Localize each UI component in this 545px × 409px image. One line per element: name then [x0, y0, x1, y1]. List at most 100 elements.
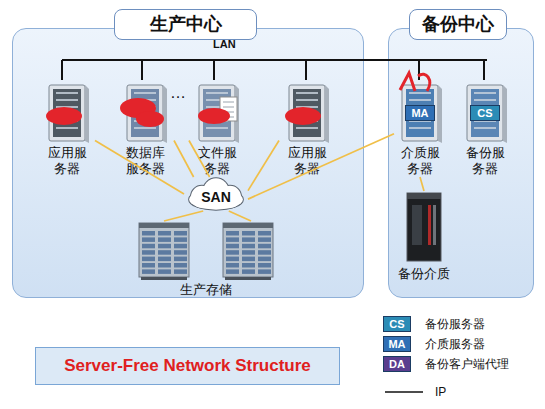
drive-bay — [226, 231, 239, 236]
drive-bay — [158, 269, 171, 274]
server-node: 文件服 务器 — [189, 81, 245, 177]
site-region: 备份中心MA介质服 务器CS备份服 务器备份介质 — [388, 28, 534, 298]
badge-text: DA — [384, 357, 410, 371]
drive-bay — [226, 269, 239, 274]
tape-top — [407, 193, 441, 199]
tape-icon — [389, 191, 459, 263]
drive-bay — [174, 237, 187, 242]
free-label: LAN — [213, 38, 236, 50]
server-front — [471, 89, 499, 137]
array-foot — [141, 277, 187, 280]
file-line — [223, 107, 234, 108]
site-region: 生产中心应用服 务器数据库 服务器文件服 务器应用服 务器SAN生产存储 — [12, 28, 364, 298]
san-cloud: SAN — [184, 177, 248, 211]
legend-line — [385, 391, 423, 393]
server-side — [163, 85, 167, 143]
node-label: 数据库 服务器 — [116, 145, 174, 177]
drive-bay — [258, 269, 271, 274]
server-front — [406, 89, 434, 137]
drive-bay — [242, 237, 255, 242]
node-label: 介质服 务器 — [394, 145, 446, 177]
drive-bay — [158, 250, 171, 255]
server-icon — [279, 81, 335, 145]
storage-icon — [131, 221, 281, 281]
drive-bay — [226, 257, 239, 262]
drive-bay — [142, 250, 155, 255]
legend-text: 备份客户端代理 — [425, 356, 509, 372]
server-slot — [134, 113, 156, 115]
server-slot — [134, 120, 156, 122]
drive-bay — [258, 250, 271, 255]
server-slot — [56, 99, 78, 101]
region-title: 备份中心 — [409, 9, 507, 40]
legend-text: 介质服务器 — [425, 336, 485, 352]
server-front — [293, 89, 321, 137]
array-foot — [225, 277, 271, 280]
legend-swatch: MA — [383, 336, 411, 352]
server-slot — [296, 127, 318, 129]
server-slot — [296, 99, 318, 101]
server-front — [131, 89, 159, 137]
drive-bay — [158, 263, 171, 268]
server-slot — [409, 92, 431, 94]
drive-bay — [174, 257, 187, 262]
node-label: 应用服 务器 — [39, 145, 95, 177]
array-body — [139, 223, 189, 277]
badge-text: MA — [384, 337, 410, 351]
server-side — [325, 85, 329, 143]
title-banner: Server-Free Network Structure — [35, 347, 340, 385]
drive-bay — [258, 237, 271, 242]
server-icon — [39, 81, 95, 145]
legend-row: CS 备份服务器 — [383, 316, 543, 332]
drive-bay — [174, 263, 187, 268]
tape-window — [412, 205, 422, 245]
drive-bay — [242, 244, 255, 249]
tape-library: 备份介质 — [389, 191, 459, 283]
server-slot — [134, 92, 156, 94]
server-front — [53, 89, 81, 137]
drive-bay — [142, 263, 155, 268]
role-badge: CS — [470, 105, 500, 121]
drive-bay — [242, 231, 255, 236]
server-body — [49, 85, 85, 141]
region-title: 生产中心 — [114, 9, 257, 40]
drive-bay — [142, 269, 155, 274]
server-node: CS 备份服 务器 — [459, 81, 511, 177]
drive-bay — [174, 231, 187, 236]
node-label: 文件服 务器 — [189, 145, 245, 177]
server-slot — [134, 99, 156, 101]
storage-array: 生产存储 — [131, 221, 281, 299]
drive-bay — [158, 244, 171, 249]
drive-bay — [142, 237, 155, 242]
server-body — [127, 85, 163, 141]
legend: CS 备份服务器 MA 介质服务器 DA 备份客户端代理 IP — [383, 316, 543, 404]
drive-bay — [258, 257, 271, 262]
server-icon — [116, 81, 174, 145]
server-node: 数据库 服务器 — [116, 81, 174, 177]
legend-swatch: DA — [383, 356, 411, 372]
server-side — [438, 85, 442, 143]
server-slot — [474, 92, 496, 94]
server-slot — [409, 127, 431, 129]
server-body — [402, 85, 438, 141]
server-slot — [206, 92, 228, 94]
badge-text: CS — [384, 317, 410, 331]
legend-row: IP — [383, 384, 543, 400]
node-label: 备份服 务器 — [459, 145, 511, 177]
legend-text: 备份服务器 — [425, 316, 485, 332]
server-slot — [56, 113, 78, 115]
drive-bay — [158, 231, 171, 236]
tape-stripe — [433, 205, 436, 245]
server-slot — [474, 127, 496, 129]
drive-bay — [174, 244, 187, 249]
server-node: MA介质服 务器 — [394, 81, 446, 177]
node-label: 生产存储 — [131, 282, 281, 298]
legend-swatch: CS — [383, 316, 411, 332]
server-slot — [134, 106, 156, 108]
server-body — [289, 85, 325, 141]
server-node: 应用服 务器 — [279, 81, 335, 177]
file-line — [223, 117, 234, 118]
drive-bay — [174, 250, 187, 255]
file-line — [223, 112, 234, 113]
